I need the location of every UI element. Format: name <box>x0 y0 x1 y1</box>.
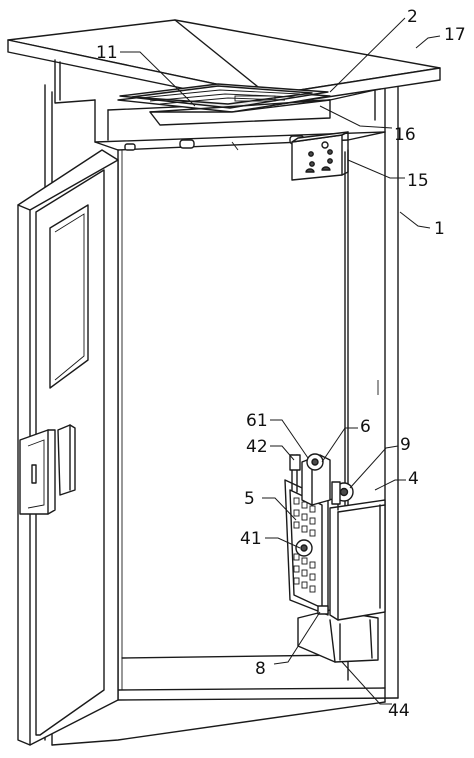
label-41: 41 <box>240 529 262 549</box>
label-5: 5 <box>244 489 255 509</box>
control-box <box>291 131 349 181</box>
label-2: 2 <box>407 7 418 27</box>
cabinet-door[interactable] <box>17 149 119 746</box>
label-61: 61 <box>246 411 268 431</box>
label-11: 11 <box>96 43 118 63</box>
reference-labels: 17 2 11 16 15 1 61 6 42 9 4 5 41 8 44 <box>96 7 466 721</box>
label-42: 42 <box>246 437 268 457</box>
label-1: 1 <box>434 219 445 239</box>
leader-lines <box>120 17 441 705</box>
label-17: 17 <box>444 25 466 45</box>
label-4: 4 <box>408 469 419 489</box>
label-44: 44 <box>388 701 410 721</box>
lower-device-assembly <box>284 453 386 663</box>
label-8: 8 <box>255 659 266 679</box>
label-15: 15 <box>407 171 429 191</box>
label-9: 9 <box>400 435 411 455</box>
label-16: 16 <box>394 125 416 145</box>
top-panel-assembly <box>117 83 331 126</box>
label-6: 6 <box>360 417 371 437</box>
